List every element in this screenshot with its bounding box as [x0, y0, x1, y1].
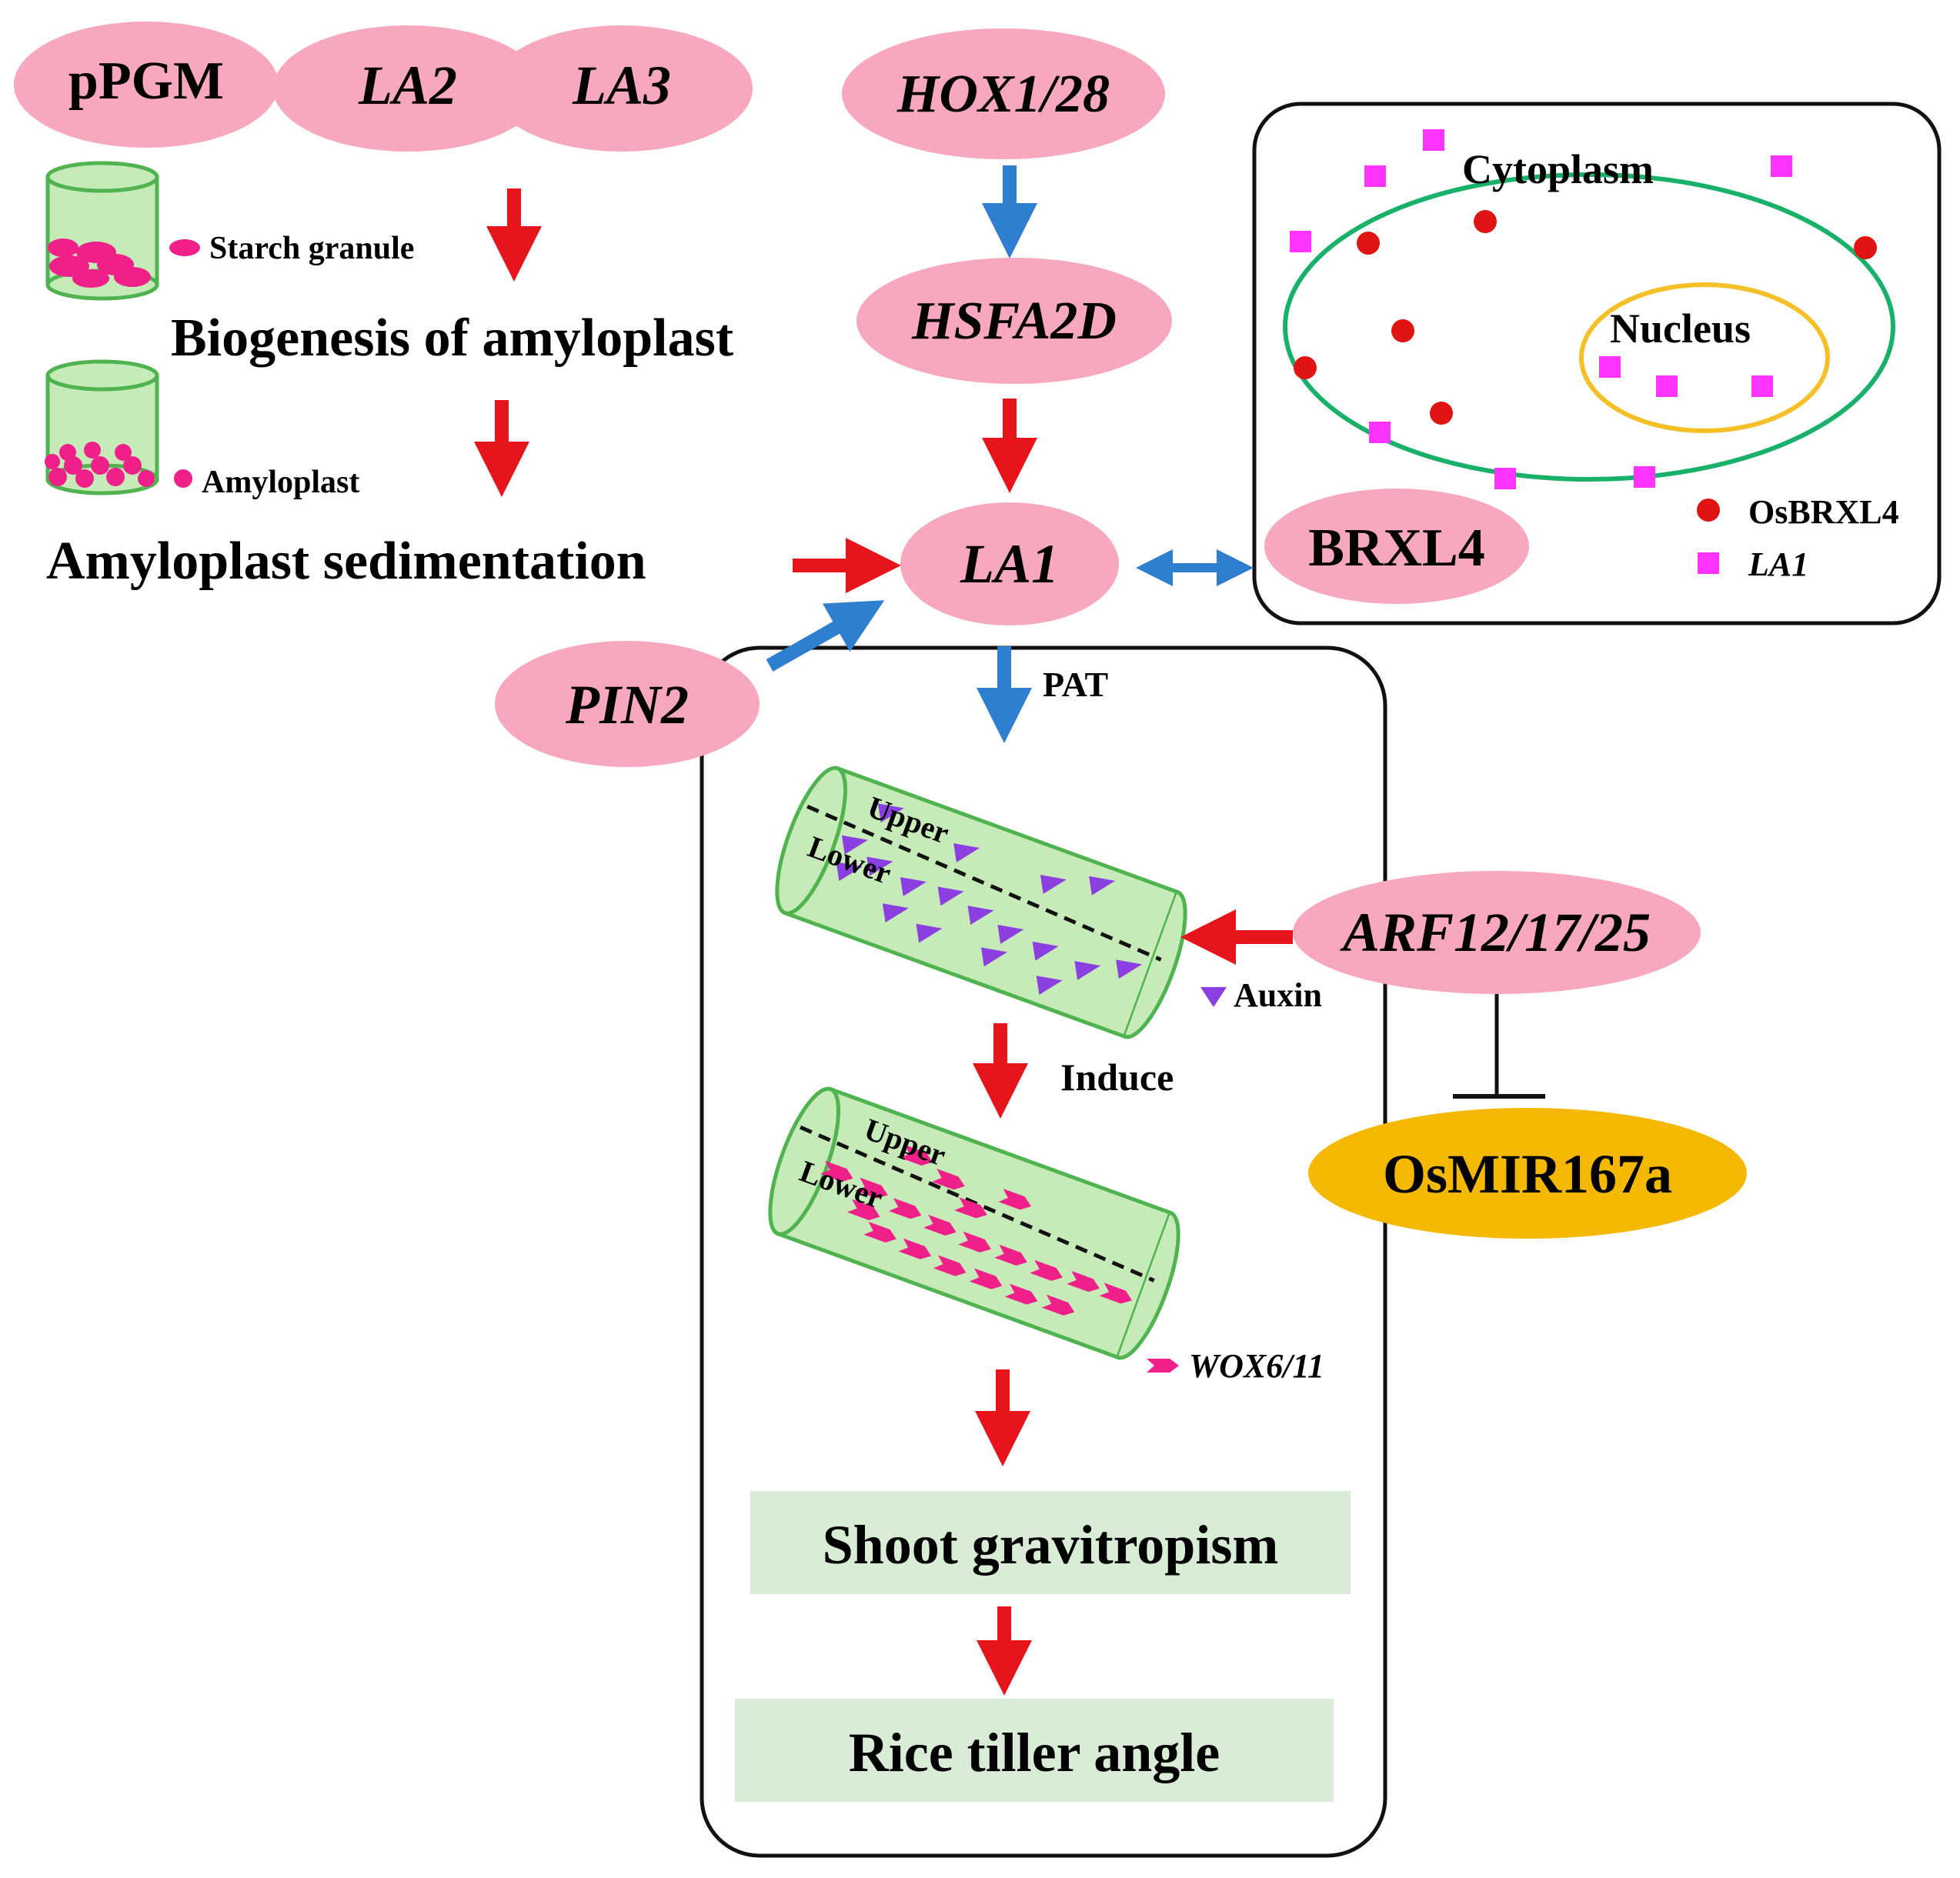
induce-label: Induce [1060, 1056, 1174, 1099]
wox-label: WOX6/11 [1189, 1347, 1324, 1385]
wox-legend-icon [1147, 1359, 1179, 1373]
shoot-gravitropism-label: Shoot gravitropism [823, 1514, 1279, 1576]
localization-box [1252, 102, 1942, 625]
hsfa2d-label: HSFA2D [911, 292, 1117, 351]
arf-label: ARF12/17/25 [1340, 902, 1651, 963]
nucleus-label: Nucleus [1610, 305, 1751, 352]
tiller-angle-label: Rice tiller angle [849, 1722, 1220, 1783]
cytoplasm-label: Cytoplasm [1462, 146, 1654, 192]
hox-node: HOX1/28 [842, 28, 1165, 159]
starch-cylinder-icon [45, 161, 159, 301]
nucleus-membrane [1579, 282, 1830, 433]
amyloplast-legend-icon [174, 469, 192, 488]
shoot-gravitropism-box: Shoot gravitropism [750, 1491, 1351, 1594]
wox-cylinder: Upper Lower [768, 1086, 1180, 1360]
osmir-label: OsMIR167a [1383, 1143, 1672, 1205]
auxin-cylinder: Upper Lower [775, 766, 1187, 1039]
la3-label: LA3 [572, 55, 671, 116]
osbrxl4-dots [1294, 210, 1877, 425]
amyloplast-cylinder-icon [45, 359, 159, 495]
legend-la1-icon [1698, 552, 1719, 574]
sedimentation-label: Amyloplast sedimentation [46, 532, 646, 591]
la2-label: LA2 [358, 55, 457, 116]
la1-squares [1290, 129, 1792, 489]
starch-granule-label: Starch granule [209, 231, 414, 266]
auxin-legend-icon [1200, 987, 1227, 1007]
ppgm-node: pPGM [14, 22, 279, 148]
arf-node: ARF12/17/25 [1293, 871, 1701, 994]
starch-granule-legend-icon [169, 239, 200, 256]
osmir-node: OsMIR167a [1308, 1108, 1747, 1239]
hsfa2d-node: HSFA2D [856, 258, 1172, 384]
pat-label: PAT [1043, 665, 1108, 704]
legend-osbrxl4-icon [1697, 499, 1720, 522]
brxl4-node: BRXL4 [1264, 489, 1529, 604]
gravitropism-box [700, 645, 1387, 1858]
la2-node: LA2 [273, 25, 543, 152]
la1-node: LA1 [900, 502, 1119, 625]
ppgm-label: pPGM [68, 52, 224, 111]
pin2-label: PIN2 [565, 674, 689, 736]
la1-label: LA1 [960, 533, 1059, 595]
biogenesis-label: Biogenesis of amyloplast [171, 309, 733, 368]
arrow-pin2-to-la1 [766, 600, 885, 672]
hox-label: HOX1/28 [897, 65, 1110, 124]
amyloplast-label: Amyloplast [202, 465, 359, 500]
auxin-label: Auxin [1234, 976, 1322, 1014]
cell-membrane [1283, 172, 1895, 482]
tiller-angle-box: Rice tiller angle [735, 1699, 1334, 1802]
la3-node: LA3 [491, 25, 753, 152]
pin2-node: PIN2 [495, 641, 760, 767]
legend-osbrxl4-label: OsBRXL4 [1748, 493, 1899, 531]
legend-la1-label: LA1 [1748, 545, 1808, 583]
brxl4-label: BRXL4 [1308, 519, 1484, 578]
